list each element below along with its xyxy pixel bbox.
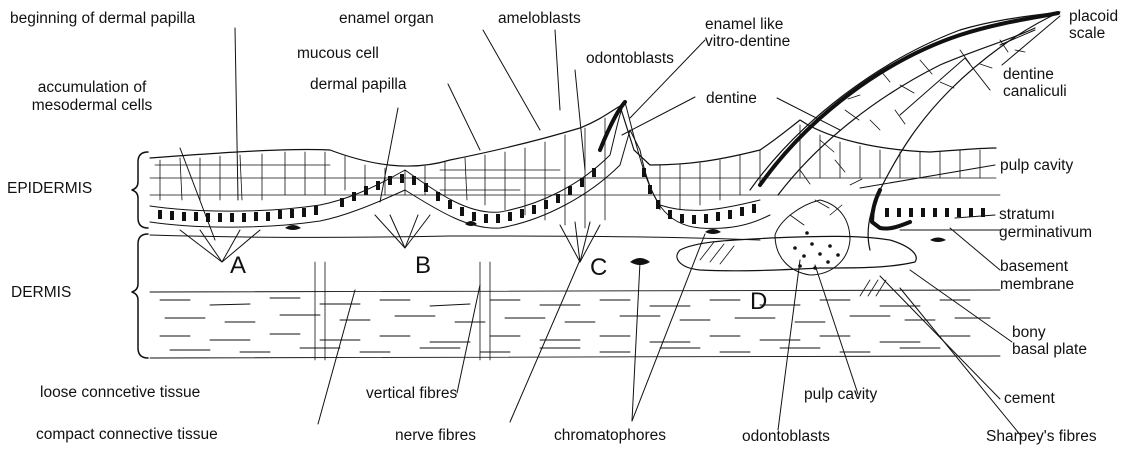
label-vertical-fibres: vertical fibres [366,385,457,402]
label-enamel-like: enamel like [705,16,783,33]
basement-membrane [150,230,1000,240]
label-cement: cement [1004,390,1055,407]
stage-label-a: A [230,254,246,278]
label-dermis: DERMIS [11,284,71,301]
stage-label-c: C [590,256,607,280]
label-compact-connective-tissue: compact connective tissue [36,426,218,443]
label-pulp-cavity-right: pulp cavity [1000,157,1073,174]
label-vitro-dentine: vitro-dentine [705,33,790,50]
stage-label-d: D [750,290,767,314]
label-loose-connective-tissue: loose conncetive tissue [40,384,200,401]
dermis-bracket [132,234,148,358]
label-odontoblasts-bottom: odontoblasts [742,428,830,445]
label-basement: basement [1000,258,1068,275]
label-beginning-of-dermal-papilla: beginning of dermal papilla [10,10,195,27]
label-basal-plate: basal plate [1012,341,1087,358]
label-dermal-papilla: dermal papilla [310,76,407,93]
label-chromatophores: chromatophores [554,427,666,444]
vertical-fibres-marks [315,262,490,360]
label-epidermis: EPIDERMIS [7,180,92,197]
label-stratum: stratumı [999,206,1055,223]
label-placoid: placoid [1069,8,1118,25]
compact-connective-tissue [150,290,1000,358]
chromatophore-blots [285,221,946,265]
label-accumulation-of: accumulation of [11,79,173,96]
epidermis-surface [150,106,996,166]
label-ameloblasts: ameloblasts [498,10,581,27]
label-bony: bony [1012,324,1046,341]
label-dentine-canaliculi-1: dentine [1003,66,1054,83]
label-mesodermal-cells: mesodermal cells [11,97,173,114]
germinativum-cell-row [158,168,985,224]
bony-basal-plate [677,236,916,270]
epidermis-bracket [132,152,148,228]
scale-base-enamel [872,190,910,229]
label-sharpeys-fibres: Sharpey's fibres [986,428,1097,445]
label-nerve-fibres: nerve fibres [395,427,476,444]
label-dentine: dentine [706,90,757,107]
label-mucous-cell: mucous cell [297,45,379,62]
label-germinativum: germinativum [999,224,1092,241]
label-odontoblasts-top: odontoblasts [586,50,674,67]
label-membrane: membrane [1000,276,1074,293]
label-pulp-cavity-bottom: pulp cavity [804,386,877,403]
label-dentine-canaliculi-2: canaliculi [1003,83,1067,100]
label-enamel-organ: enamel organ [339,10,434,27]
label-scale: scale [1069,25,1105,42]
stage-label-b: B [415,254,431,278]
